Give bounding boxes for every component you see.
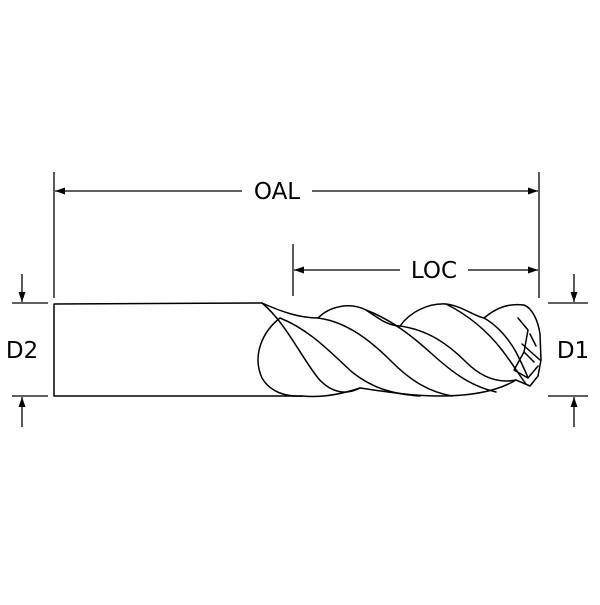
- tool-shank: [53, 302, 303, 397]
- flute-helix-4: [365, 309, 497, 393]
- flute-helix-7: [483, 317, 529, 379]
- flute-top-outline: [261, 302, 542, 377]
- d2-label: D2: [6, 338, 38, 364]
- end-mill-tool: [53, 302, 542, 398]
- flute-helix-1: [261, 302, 361, 393]
- extension-lines: [12, 172, 588, 397]
- oal-label: OAL: [254, 179, 300, 205]
- shank-relief-curve: [257, 317, 303, 397]
- flute-helix-6: [445, 303, 527, 385]
- flute-helix-5: [399, 325, 517, 382]
- loc-label: LOC: [411, 258, 457, 284]
- cutting-tip-facets: [513, 317, 541, 379]
- flute-bottom-outline: [301, 375, 539, 398]
- flute-helix-3: [317, 317, 453, 397]
- d1-label: D1: [557, 338, 589, 364]
- flute-helix-2: [279, 317, 421, 397]
